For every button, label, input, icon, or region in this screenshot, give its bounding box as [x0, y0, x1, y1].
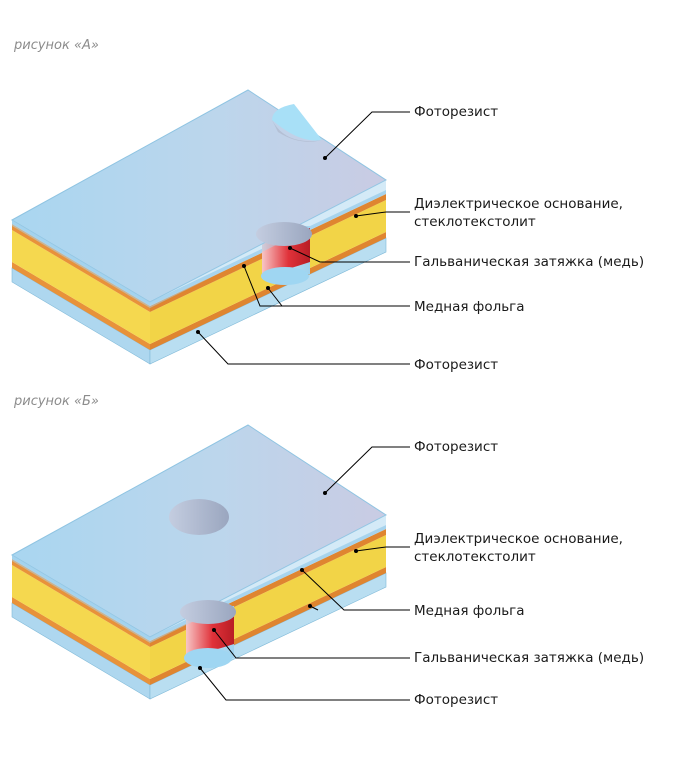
bottom-copper-foil-front-b — [12, 597, 150, 685]
callout-leaders-a — [196, 111, 410, 365]
dielectric-front-b — [12, 565, 150, 679]
label-dielectric-a-line1: Диэлектрическое основание, — [414, 196, 623, 212]
label-plating-b: Гальваническая затяжка (медь) — [414, 650, 644, 666]
label-plating-a: Гальваническая затяжка (медь) — [414, 254, 644, 270]
label-top-photoresist-a: Фоторезист — [414, 104, 498, 120]
label-copper-foil-b: Медная фольга — [414, 603, 525, 619]
label-copper-foil-a: Медная фольга — [414, 299, 525, 315]
figure-b: Фоторезист Диэлектрическое основание, ст… — [10, 424, 644, 708]
top-surface-rim — [12, 180, 386, 308]
dielectric-front — [12, 230, 150, 344]
hole-bottom-photoresist-b — [184, 648, 232, 668]
hole-bottom-photoresist — [261, 267, 309, 285]
figure-b-caption: рисунок «Б» — [14, 394, 99, 409]
bottom-copper-foil-front — [12, 262, 150, 350]
top-surface-rim-b — [12, 515, 386, 643]
label-dielectric-b-line2: стеклотекстолит — [414, 549, 536, 565]
figure-a: Фоторезист Диэлектрическое основание, ст… — [10, 89, 644, 373]
front-hole-top-b — [180, 600, 236, 624]
front-hole-top — [256, 222, 312, 246]
label-dielectric-b-line1: Диэлектрическое основание, — [414, 531, 623, 547]
label-bottom-photoresist-b: Фоторезист — [414, 692, 498, 708]
top-hole-back — [272, 104, 322, 141]
label-top-photoresist-b: Фоторезист — [414, 439, 498, 455]
callout-leaders-b — [198, 446, 410, 701]
center-hole-top-b — [169, 499, 229, 535]
figure-a-caption: рисунок «А» — [14, 38, 99, 53]
label-dielectric-a-line2: стеклотекстолит — [414, 214, 536, 230]
label-bottom-photoresist-a: Фоторезист — [414, 357, 498, 373]
